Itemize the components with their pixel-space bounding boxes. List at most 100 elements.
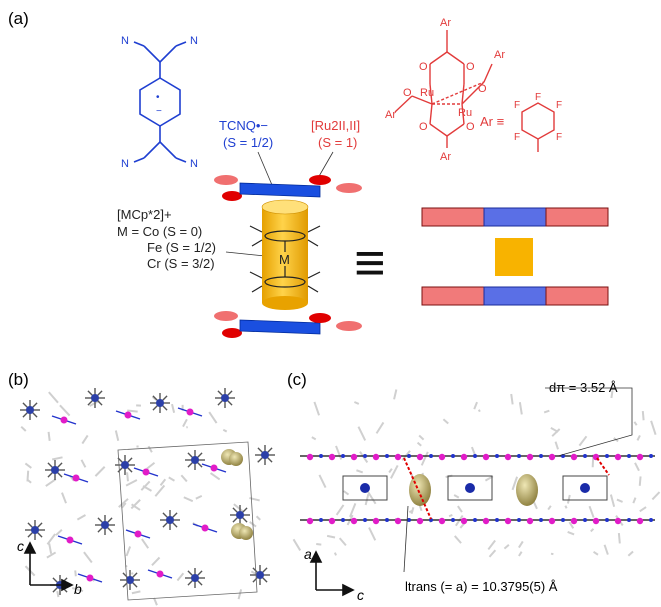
- ligand-bond: [416, 441, 422, 447]
- panel-c-label: (c): [287, 370, 307, 389]
- ligand-bond: [183, 496, 194, 503]
- ligand-bond: [473, 401, 478, 410]
- ligand-bond: [51, 456, 63, 461]
- ru-atom: [570, 517, 578, 525]
- ligand-bond: [83, 551, 93, 564]
- ru-atom: [350, 517, 358, 525]
- ligand-bond: [551, 428, 561, 437]
- panel-b-crystal-packing: [20, 388, 275, 606]
- ligand-bond: [131, 503, 141, 511]
- ru-atom: [526, 453, 534, 461]
- ligand-bond: [375, 421, 385, 434]
- ru-atom: [614, 517, 622, 525]
- metal-center: [156, 399, 164, 407]
- n-atom: [473, 454, 477, 458]
- o-label: O: [478, 83, 487, 95]
- ligand-bond: [125, 546, 132, 557]
- tcnq-atoms: N N N N • −: [121, 35, 198, 170]
- ligand-bond: [171, 403, 176, 413]
- ru-atom: [156, 570, 164, 578]
- ligand-bond: [233, 503, 244, 513]
- ligand-bond: [127, 409, 138, 413]
- f-label: F: [514, 132, 520, 143]
- ligand-bond: [159, 478, 167, 487]
- cation-cr: Cr (S = 3/2): [147, 256, 215, 271]
- ru-atom: [394, 453, 402, 461]
- ligand-bond: [568, 521, 575, 529]
- ligand-bond: [130, 499, 141, 510]
- ru-atom: [372, 453, 380, 461]
- dpi-pointer: [545, 387, 633, 457]
- ligand-bond: [338, 537, 347, 547]
- tcnq-structure: [133, 41, 187, 163]
- metal-center: [465, 483, 475, 493]
- ru-atom: [186, 408, 194, 416]
- n-atom: [363, 454, 367, 458]
- ru-name: [Ru2II,II]: [311, 118, 360, 133]
- o-label: O: [466, 61, 475, 73]
- n-atom: [627, 518, 631, 522]
- n-atom: [605, 518, 609, 522]
- metal-center: [256, 571, 264, 579]
- axis-c-label-b: c: [17, 538, 24, 554]
- n-atom: [341, 454, 345, 458]
- ligand-bond: [114, 430, 120, 441]
- ligand-bond: [318, 474, 327, 489]
- ligand-bond: [147, 445, 153, 453]
- n-atom: [495, 454, 499, 458]
- ligand-bond: [126, 472, 129, 482]
- ru-atom: [306, 517, 314, 525]
- n-atom: [429, 454, 433, 458]
- ligand-bond: [74, 570, 77, 577]
- ru-atom-label: Ru: [420, 87, 434, 99]
- ru-atom: [328, 453, 336, 461]
- ru-pointer: [317, 151, 334, 179]
- ligand-bond: [24, 462, 32, 469]
- ligand-bond: [146, 461, 156, 470]
- ru-atom: [592, 517, 600, 525]
- ru-atom: [526, 517, 534, 525]
- tcnq-name: TCNQ•−: [219, 118, 268, 133]
- ru-atom: [72, 474, 80, 482]
- ligand-bond: [80, 459, 87, 468]
- ru-atom: [124, 411, 132, 419]
- ru-atom: [636, 517, 644, 525]
- n-atom: [385, 518, 389, 522]
- ligand-bond: [59, 404, 71, 417]
- ligand-bond: [636, 434, 641, 441]
- n-atom: [407, 454, 411, 458]
- metal-center: [236, 511, 244, 519]
- ligand-bond: [255, 515, 261, 521]
- ligand-bond: [292, 538, 302, 551]
- ar-label: Ar: [494, 49, 505, 61]
- axes-c: [309, 550, 355, 597]
- guest-sphere: [229, 452, 243, 466]
- f-label: F: [514, 100, 520, 111]
- ru-atom: [416, 517, 424, 525]
- ligand-bond: [81, 434, 89, 445]
- cation-pointer: [225, 251, 266, 257]
- ligand-bond: [543, 409, 550, 414]
- n-atom: [385, 454, 389, 458]
- ligand-bond: [142, 485, 152, 492]
- ligand-bond: [518, 402, 523, 415]
- n-atom: [473, 518, 477, 522]
- n-atom: [605, 454, 609, 458]
- ligand-bond: [368, 527, 377, 541]
- ligand-bond: [418, 434, 425, 441]
- ligand-bond: [633, 421, 638, 426]
- ligand-bond: [48, 391, 59, 404]
- ru-atom: [504, 517, 512, 525]
- guest-sphere: [516, 474, 538, 506]
- ligand-bond: [55, 529, 63, 536]
- dpi-annotation: dπ = 3.52 Å: [549, 380, 618, 395]
- ligand-bond: [118, 498, 129, 508]
- ligand-bond: [487, 539, 496, 551]
- ru-atom: [328, 517, 336, 525]
- ru-atoms: Ar Ar Ar Ar O O O O O O Ru Ru F F F F F …: [385, 17, 562, 163]
- n-atom: [583, 454, 587, 458]
- panel-b-label: (b): [8, 370, 29, 389]
- tcnq-radical-dot: •: [156, 92, 160, 103]
- ligand-bond: [311, 436, 317, 441]
- tcnq-minus: −: [156, 106, 162, 117]
